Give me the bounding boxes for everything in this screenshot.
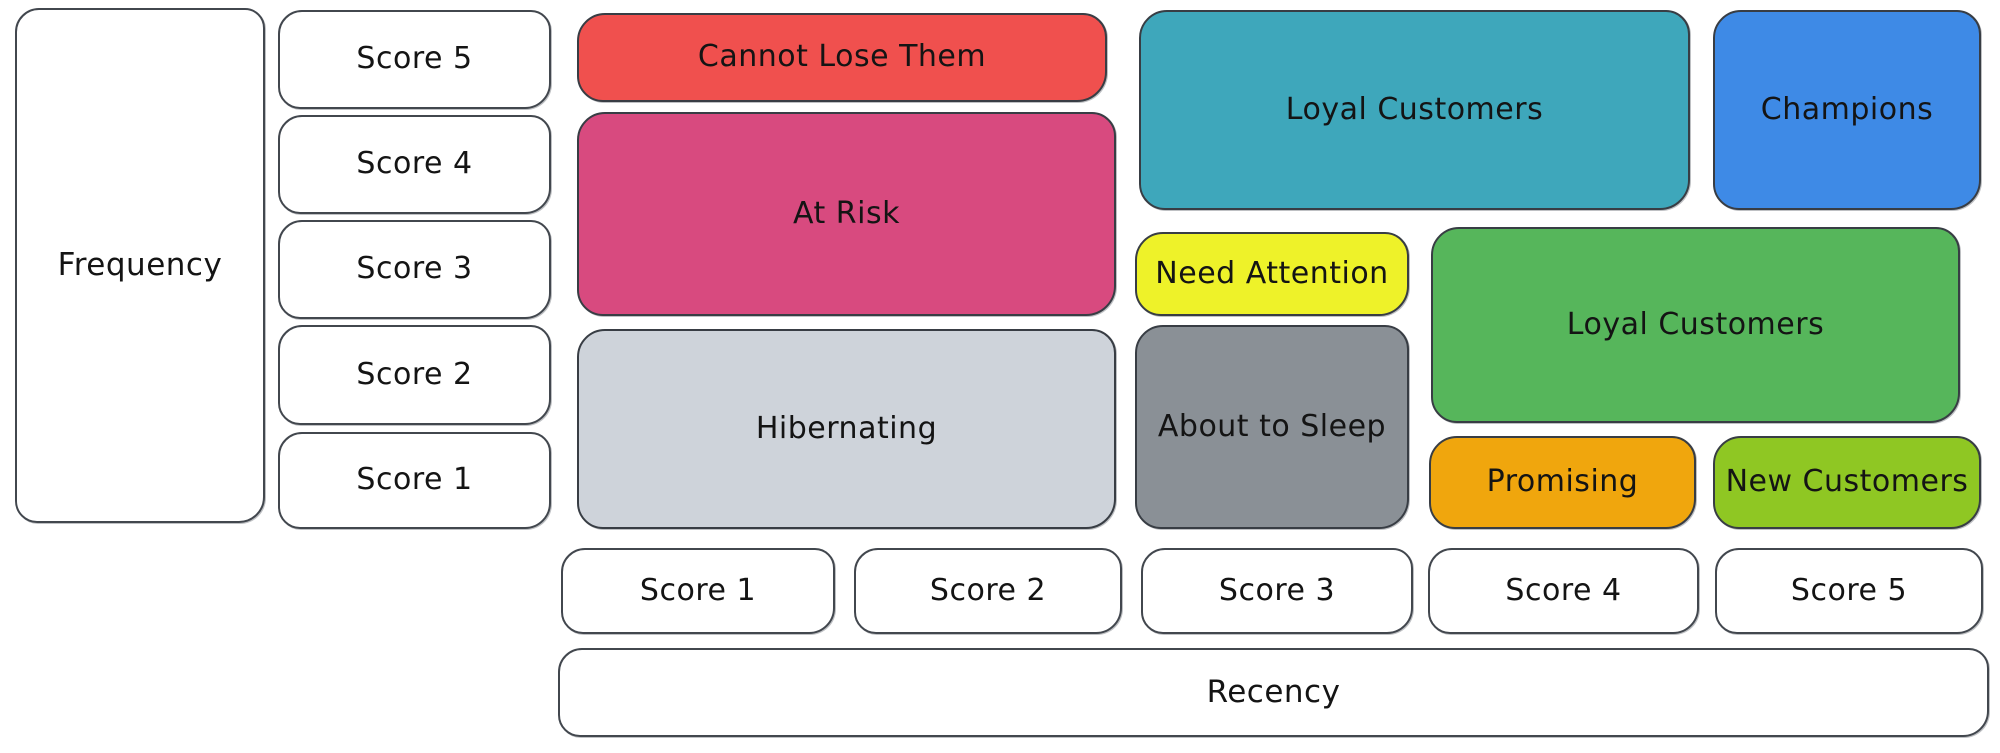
segment-need-attention: Need Attention bbox=[1135, 232, 1409, 316]
segment-hibernating-label: Hibernating bbox=[755, 410, 938, 446]
segment-champions: Champions bbox=[1713, 10, 1981, 210]
frequency-score-2-text: Score 2 bbox=[356, 356, 473, 392]
frequency-score-4-text: Score 4 bbox=[356, 146, 473, 182]
frequency-score-5: Score 5 bbox=[278, 10, 551, 109]
segment-loyal-customers-top: Loyal Customers bbox=[1139, 10, 1690, 210]
frequency-score-5-text: Score 5 bbox=[356, 41, 473, 77]
recency-score-2: Score 2 bbox=[854, 548, 1122, 634]
frequency-score-3: Score 3 bbox=[278, 220, 551, 319]
segment-loyal-customers-right-label: Loyal Customers bbox=[1566, 306, 1825, 342]
frequency-axis-text: Frequency bbox=[57, 246, 223, 283]
segment-loyal-customers-right: Loyal Customers bbox=[1431, 227, 1960, 423]
segment-at-risk: At Risk bbox=[577, 112, 1116, 316]
recency-score-4-text: Score 4 bbox=[1505, 572, 1622, 608]
recency-axis-label: Recency bbox=[558, 648, 1989, 737]
segment-need-attention-label: Need Attention bbox=[1155, 255, 1389, 291]
segment-promising-label: Promising bbox=[1486, 464, 1639, 500]
frequency-score-3-text: Score 3 bbox=[356, 251, 473, 287]
segment-loyal-customers-top-label: Loyal Customers bbox=[1285, 91, 1544, 127]
segment-about-to-sleep: About to Sleep bbox=[1135, 325, 1409, 529]
frequency-score-1: Score 1 bbox=[278, 432, 551, 529]
recency-score-3-text: Score 3 bbox=[1218, 572, 1336, 608]
recency-score-1-text: Score 1 bbox=[639, 572, 757, 608]
recency-score-3: Score 3 bbox=[1141, 548, 1413, 634]
frequency-score-2: Score 2 bbox=[278, 325, 551, 425]
frequency-score-1-text: Score 1 bbox=[356, 462, 473, 498]
recency-score-1: Score 1 bbox=[561, 548, 835, 634]
recency-score-4: Score 4 bbox=[1428, 548, 1699, 634]
segment-at-risk-label: At Risk bbox=[793, 195, 900, 231]
segment-hibernating: Hibernating bbox=[577, 329, 1116, 529]
segment-new-customers-label: New Customers bbox=[1725, 464, 1969, 500]
recency-score-2-text: Score 2 bbox=[929, 572, 1047, 608]
recency-score-5-text: Score 5 bbox=[1790, 572, 1908, 608]
segment-cannot-lose-them-label: Cannot Lose Them bbox=[697, 39, 987, 75]
recency-axis-text: Recency bbox=[1206, 673, 1341, 710]
segment-champions-label: Champions bbox=[1760, 91, 1934, 127]
frequency-axis-label: Frequency bbox=[15, 8, 265, 523]
segment-cannot-lose-them: Cannot Lose Them bbox=[577, 13, 1107, 102]
segment-about-to-sleep-label: About to Sleep bbox=[1157, 408, 1387, 444]
segment-new-customers: New Customers bbox=[1713, 436, 1981, 529]
frequency-score-4: Score 4 bbox=[278, 115, 551, 214]
segment-promising: Promising bbox=[1429, 436, 1696, 529]
recency-score-5: Score 5 bbox=[1715, 548, 1983, 634]
